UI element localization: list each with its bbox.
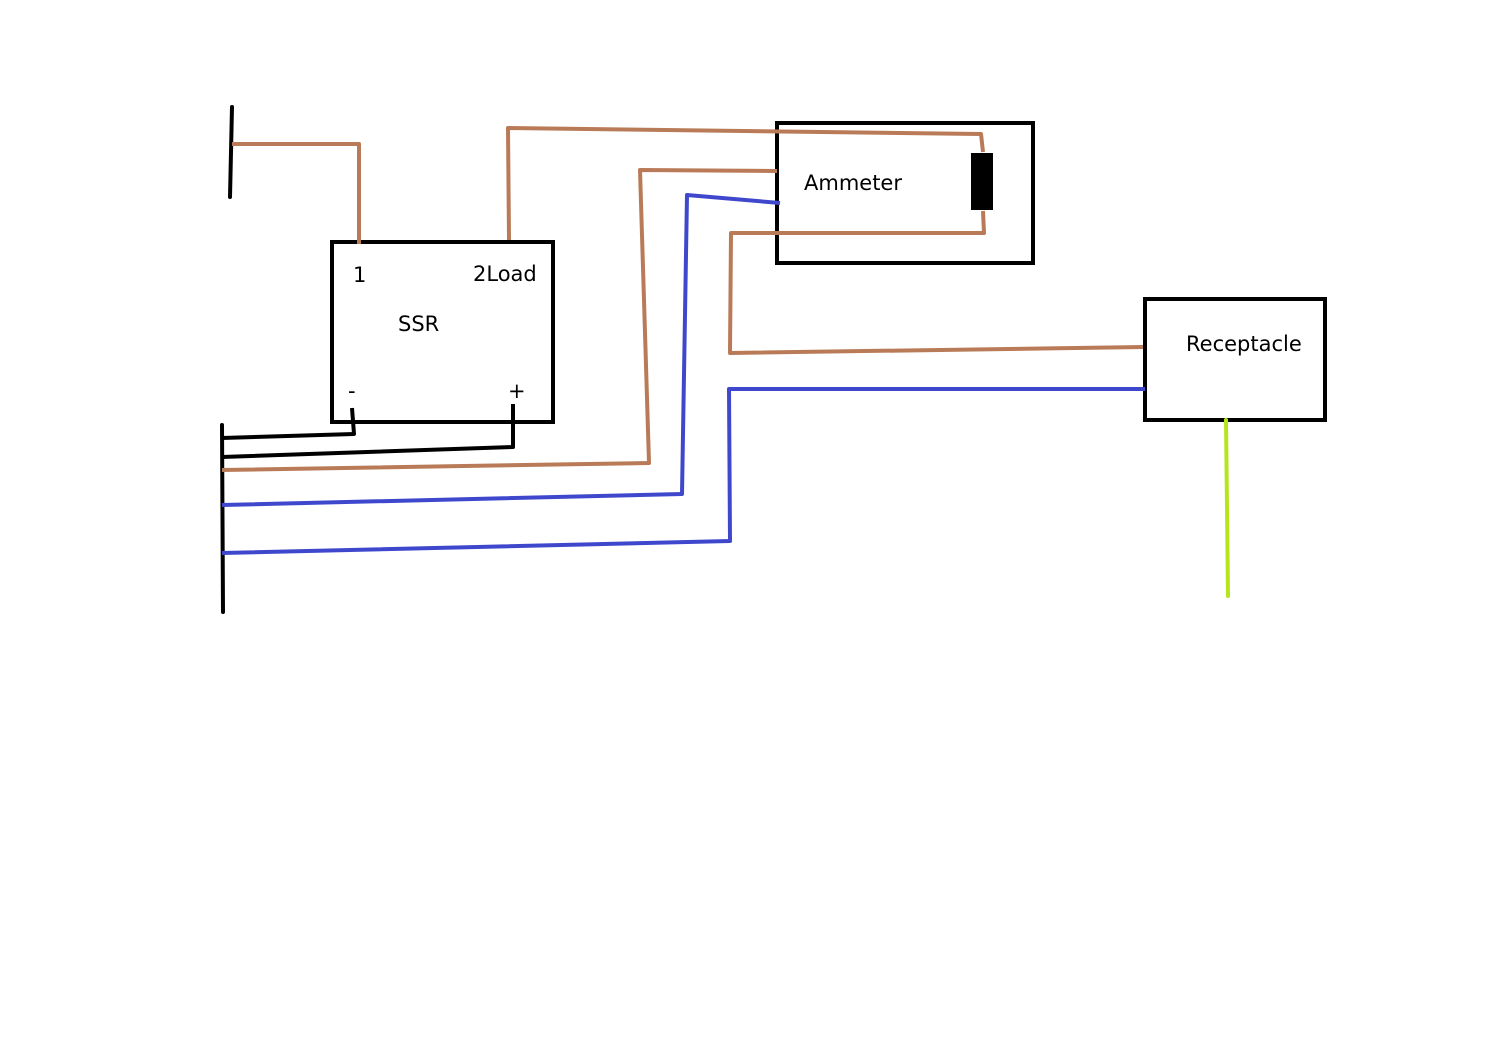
neutral-wire-bus-to-receptacle	[221, 387, 1145, 555]
ground-wire	[1224, 418, 1230, 598]
ammeter-shunt	[971, 153, 993, 210]
ssr-minus-label: -	[348, 379, 356, 403]
ssr-terminal-2-label: 2Load	[473, 262, 537, 286]
ssr-terminal-1-label: 1	[353, 263, 366, 287]
hot-wire-ssr2-to-ammeter	[506, 126, 985, 241]
left-bus-bar	[220, 423, 225, 614]
control-wire-plus	[221, 404, 515, 459]
receptacle-label: Receptacle	[1186, 332, 1302, 356]
hot-wire-ammeter-out-to-receptacle	[728, 210, 1144, 355]
hot-wire-bus-to-ammeter	[221, 168, 778, 472]
control-wire-minus	[221, 407, 356, 440]
ssr-label: SSR	[398, 312, 439, 336]
ammeter-label: Ammeter	[804, 171, 902, 195]
ssr-plus-label: +	[508, 379, 526, 403]
hot-wire-supply-to-ssr1	[232, 142, 361, 244]
neutral-wire-bus-to-ammeter	[221, 193, 781, 507]
receptacle-box	[1143, 297, 1327, 422]
supply-terminal-bar	[228, 105, 234, 199]
ssr-box	[330, 240, 555, 424]
